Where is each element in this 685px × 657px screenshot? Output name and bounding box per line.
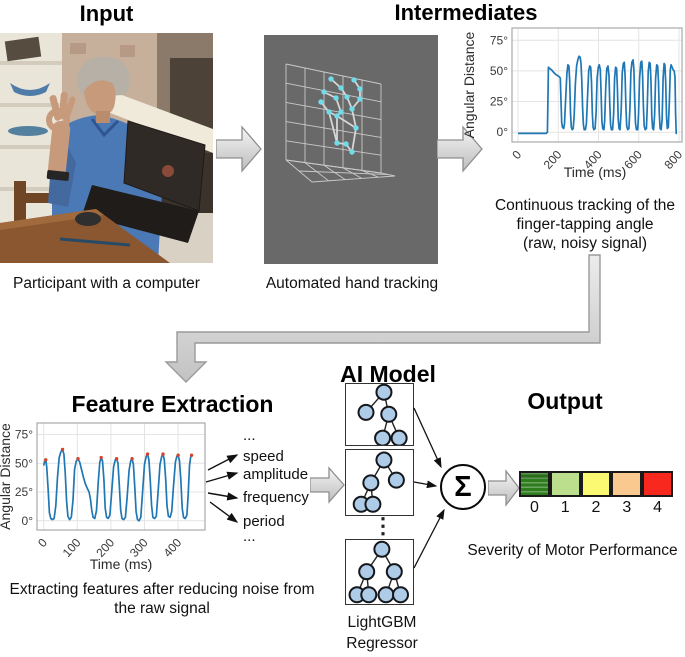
regressor-label-line1: LightGBM: [347, 614, 417, 631]
svg-text:Time (ms): Time (ms): [90, 556, 152, 572]
svg-text:50°: 50°: [15, 456, 33, 470]
severity-scale: 0 1 2 3 4: [519, 471, 673, 517]
input-caption: Participant with a computer: [13, 275, 200, 292]
severity-color-box-4: [642, 471, 673, 497]
regressor-label-line2: Regressor: [346, 635, 418, 652]
signal-caption: Continuous tracking of the finger-tappin…: [480, 196, 685, 253]
severity-level-1: 1: [549, 471, 581, 517]
feature-ellipsis-top: ...: [243, 427, 256, 444]
severity-scale-number: 4: [653, 499, 663, 516]
tracking-caption: Automated hand tracking: [265, 275, 439, 292]
decision-tree-3: [345, 539, 414, 605]
sum-symbol: Σ: [454, 470, 472, 503]
arrow-sum-to-output: [488, 469, 520, 507]
input-title: Input: [79, 1, 134, 26]
hand-tracking-plot: [264, 35, 438, 264]
svg-text:100: 100: [60, 535, 84, 559]
svg-text:800: 800: [661, 147, 685, 171]
feature-fan-arrows: [205, 454, 239, 523]
svg-text:75°: 75°: [490, 33, 508, 47]
feature-speed: speed: [243, 448, 284, 465]
svg-text:400: 400: [161, 535, 185, 559]
sum-node: Σ: [440, 464, 486, 510]
decision-tree-2: [345, 449, 414, 516]
severity-color-box-3: [611, 471, 643, 497]
arrow-signal-to-features: [164, 254, 601, 383]
regressor-label: LightGBM Regressor: [330, 612, 434, 654]
severity-scale-number: 2: [591, 499, 601, 516]
feature-extraction-title: Feature Extraction: [71, 391, 274, 417]
extraction-caption: Extracting features after reducing noise…: [0, 580, 324, 618]
severity-scale-number: 0: [529, 499, 539, 516]
svg-text:0°: 0°: [22, 514, 34, 528]
svg-text:25°: 25°: [15, 485, 33, 499]
svg-text:Angular Distance: Angular Distance: [0, 423, 13, 530]
svg-text:50°: 50°: [490, 64, 508, 78]
svg-text:0: 0: [35, 535, 50, 550]
severity-caption: Severity of Motor Performance: [467, 542, 678, 559]
svg-text:200: 200: [541, 147, 565, 171]
signal-caption-line3: (raw, noisy signal): [522, 235, 648, 252]
svg-text:Angular Distance: Angular Distance: [462, 31, 477, 138]
arrow-tracking-to-signal: [437, 125, 483, 173]
output-title: Output: [527, 388, 603, 414]
severity-scale-number: 3: [622, 499, 632, 516]
severity-level-4: 4: [642, 471, 673, 517]
signal-caption-line1: Continuous tracking of the: [494, 197, 676, 214]
signal-caption-line2: finger-tapping angle: [516, 216, 654, 233]
decision-tree-1: [345, 383, 414, 446]
tree-to-sum-arrows: [413, 407, 445, 569]
severity-color-box-1: [549, 471, 581, 497]
feature-ellipsis-bottom: ...: [243, 528, 256, 545]
svg-text:25°: 25°: [490, 95, 508, 109]
extraction-caption-line1: Extracting features after reducing noise…: [9, 581, 315, 598]
ai-model-title: AI Model: [340, 361, 436, 387]
feature-frequency: frequency: [243, 489, 309, 506]
intermediates-title: Intermediates: [394, 0, 538, 25]
svg-text:75°: 75°: [15, 428, 33, 442]
severity-color-box-0: [519, 471, 550, 497]
tree-ellipsis-dots: ⋮: [372, 513, 394, 538]
arrow-features-to-model: [310, 466, 345, 504]
severity-level-2: 2: [580, 471, 612, 517]
feature-amplitude: amplitude: [243, 466, 309, 483]
svg-text:Time (ms): Time (ms): [564, 164, 626, 180]
severity-level-0: 0: [519, 471, 550, 517]
severity-scale-number: 1: [560, 499, 570, 516]
svg-text:0: 0: [509, 147, 524, 162]
severity-color-box-2: [580, 471, 612, 497]
arrow-input-to-tracking: [216, 125, 262, 173]
svg-text:0°: 0°: [497, 125, 509, 139]
extraction-caption-line2: the raw signal: [114, 600, 210, 617]
participant-photo: [0, 33, 213, 263]
feature-period: period: [243, 513, 285, 530]
severity-level-3: 3: [611, 471, 643, 517]
